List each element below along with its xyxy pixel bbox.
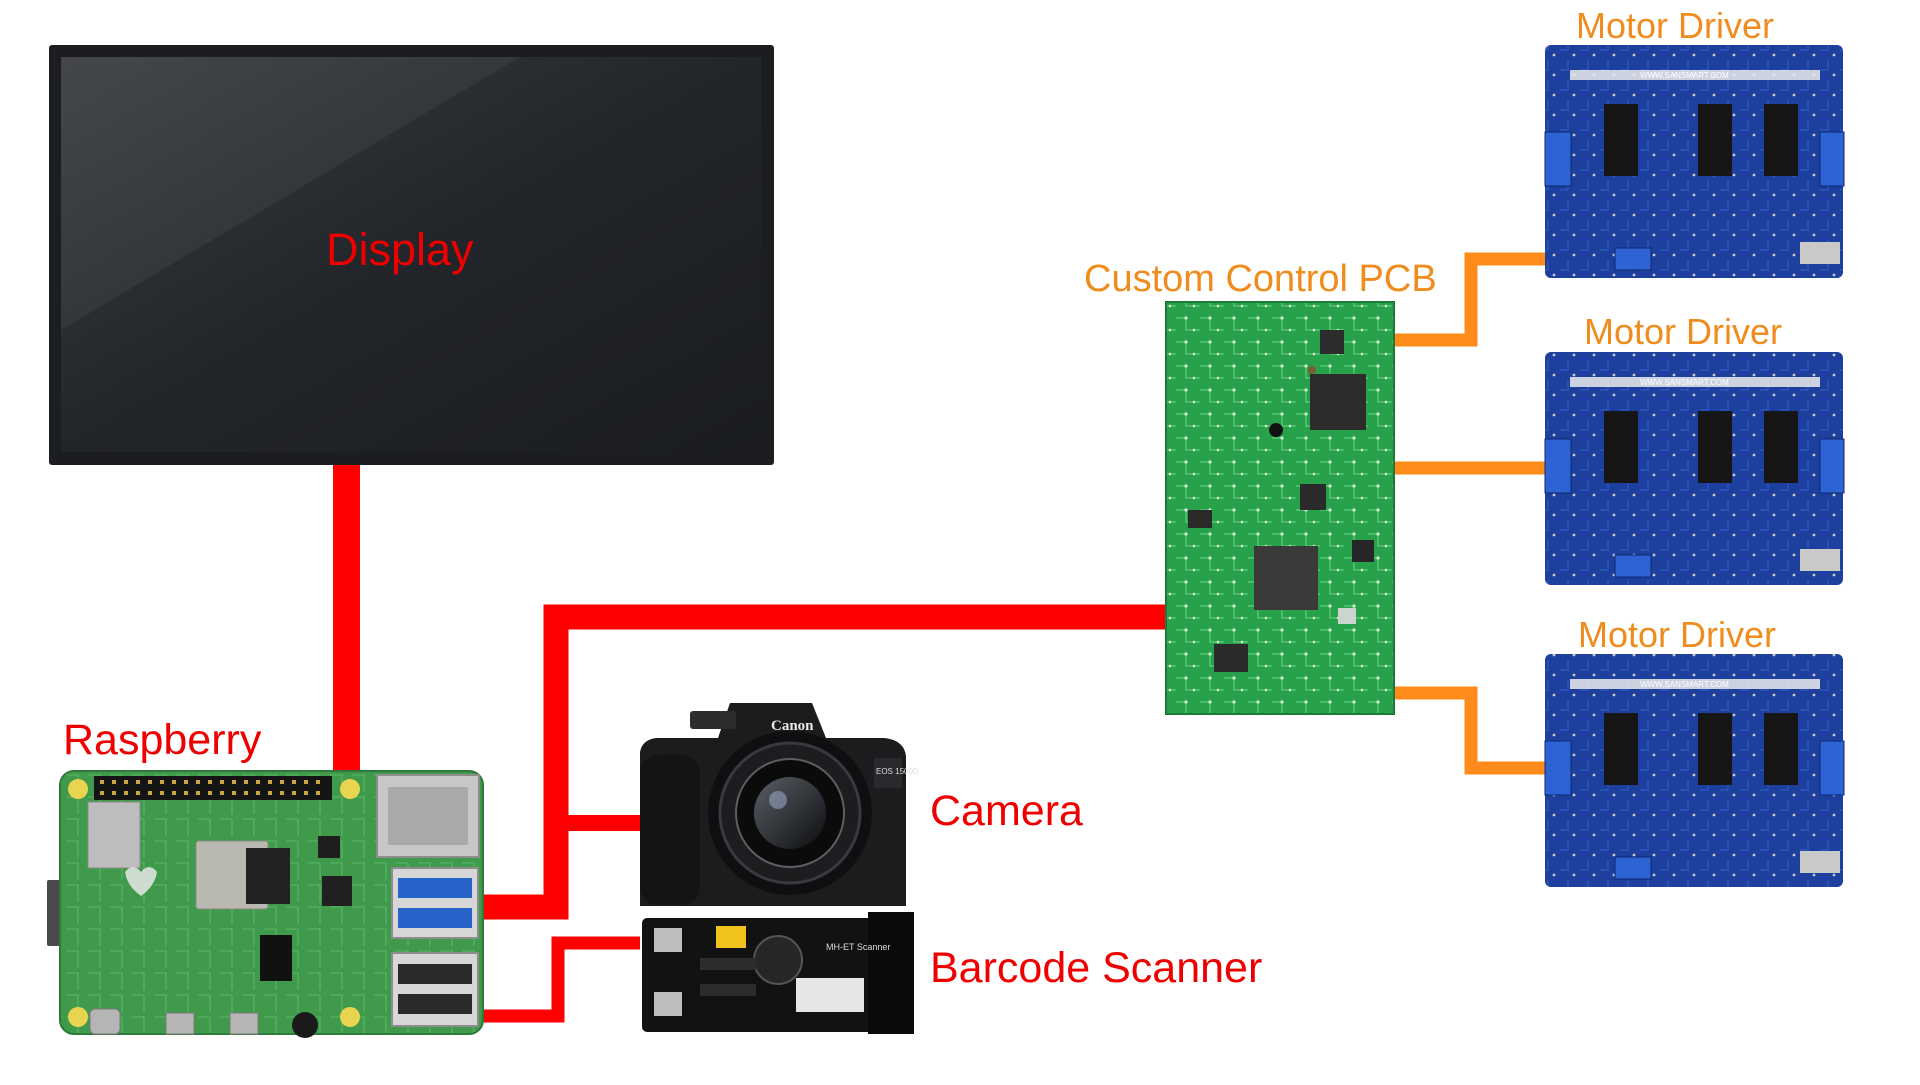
raspberry-pi-board [47, 770, 484, 1038]
motor-driver-silk-1: WWW.SANSMART.COM [1640, 71, 1729, 80]
scanner-silk-text: MH-ET Scanner [826, 942, 890, 952]
motor-driver-board-1 [1544, 45, 1845, 278]
camera-model-text: EOS 1500D [876, 767, 919, 776]
wire-raspberry-pcb [480, 604, 1166, 920]
connection-lines [333, 252, 1545, 1023]
motor-driver-board-3 [1544, 654, 1845, 887]
motor-driver-board-2 [1544, 352, 1845, 585]
custom-pcb-label: Custom Control PCB [1084, 258, 1437, 300]
raspberry-label: Raspberry [63, 716, 262, 764]
barcode-scanner-device [642, 912, 914, 1034]
wire-display-raspberry [333, 462, 360, 770]
camera-device [640, 703, 906, 906]
wire-raspberry-scanner [480, 936, 640, 1023]
camera-label: Camera [930, 787, 1083, 835]
camera-brand-text: Canon [771, 718, 814, 734]
motor-driver-label-3: Motor Driver [1578, 614, 1777, 655]
motor-driver-label-1: Motor Driver [1576, 5, 1775, 46]
custom-control-pcb [1165, 301, 1395, 715]
barcode-scanner-label: Barcode Scanner [930, 944, 1263, 992]
display-monitor [49, 45, 774, 465]
motor-driver-label-2: Motor Driver [1584, 311, 1783, 352]
wire-pcb-motor-1 [1392, 252, 1545, 347]
display-label: Display [326, 224, 474, 275]
wire-pcb-motor-3 [1392, 686, 1545, 775]
motor-driver-silk-2: WWW.SANSMART.COM [1640, 378, 1729, 387]
motor-driver-silk-3: WWW.SANSMART.COM [1640, 680, 1729, 689]
